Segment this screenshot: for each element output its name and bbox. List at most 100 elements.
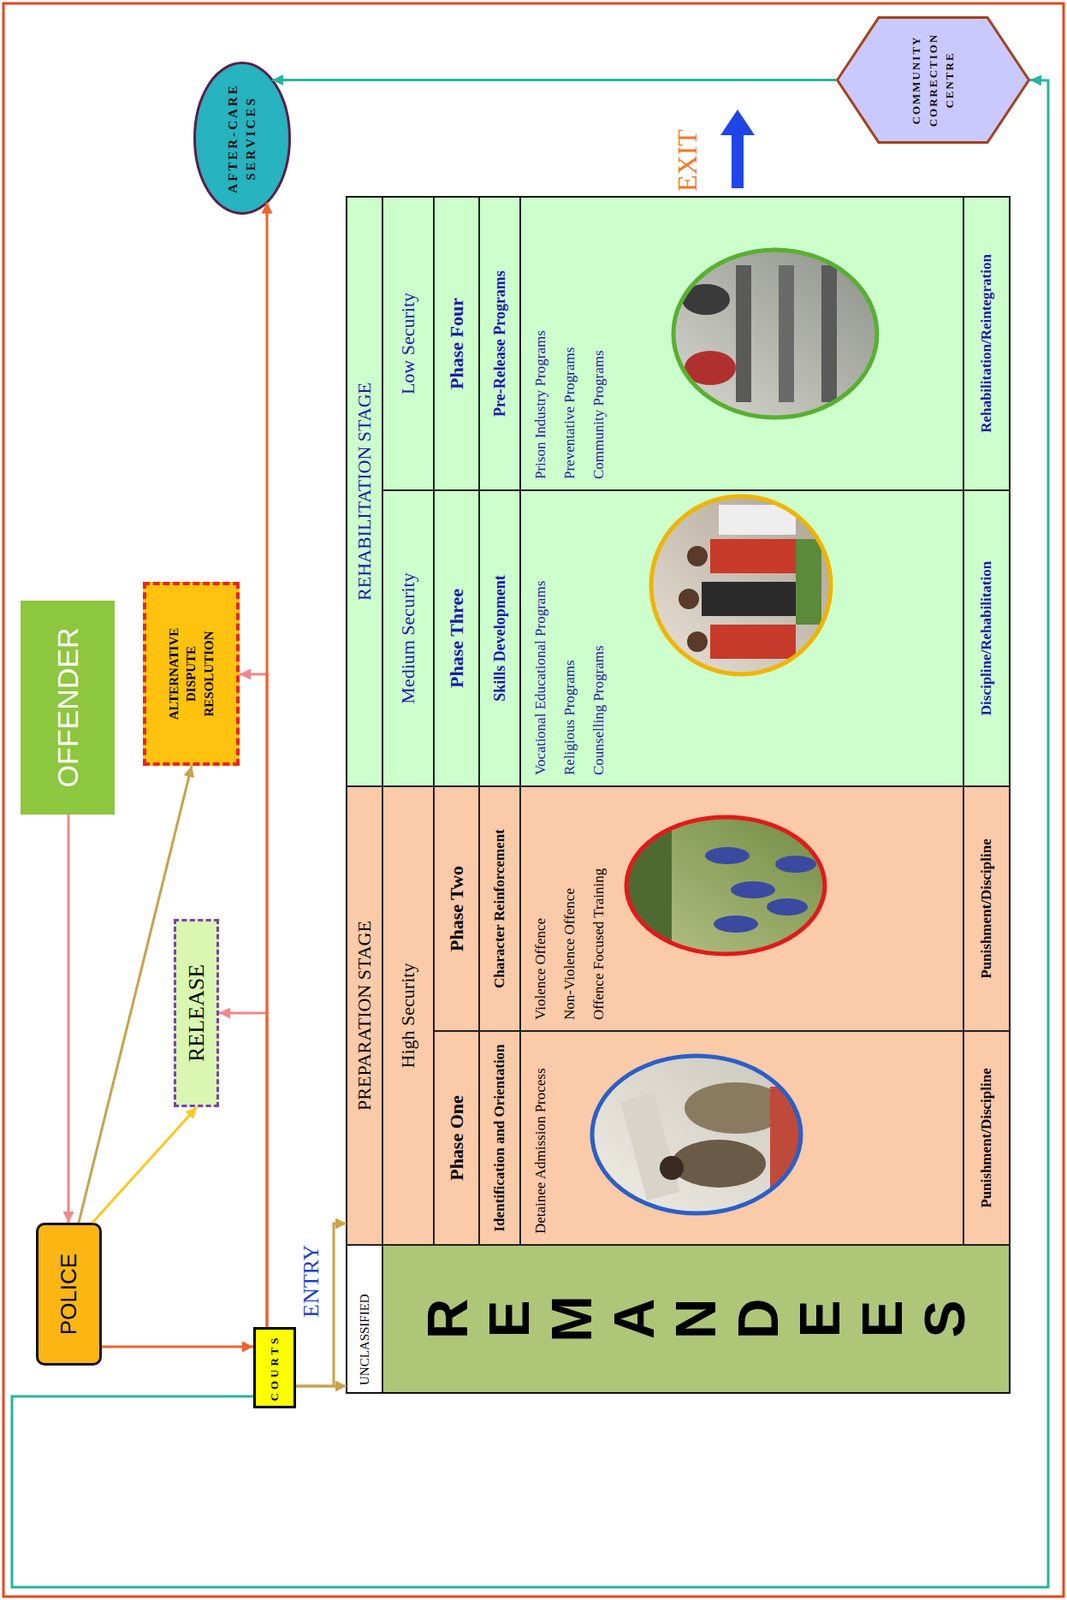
remandees-column: REMANDEES — [382, 1244, 1010, 1394]
ellipse-outline — [193, 61, 291, 215]
flow-arrow — [219, 1013, 267, 1328]
dispute-resolution-box: ALTERNATIVE DISPUTE RESOLUTION — [142, 581, 240, 766]
phase-outcome: Punishment/Discipline — [963, 786, 1010, 1032]
cell-text: Non-Violence Offence — [560, 797, 580, 1020]
photo — [581, 1043, 813, 1224]
phase-focus: Identification and Orientation — [479, 1031, 521, 1245]
cell-text: Low Security — [396, 292, 421, 395]
cell-text: Discipline/Rehabilitation — [977, 561, 996, 716]
cell-text: REHABILITATION STAGE — [352, 382, 377, 601]
text-group: PREPARATION STAGE — [352, 920, 377, 1111]
offender-box: OFFENDER — [20, 600, 115, 815]
text-group: Skills Development — [490, 574, 510, 702]
text-group: COURTS — [267, 1334, 282, 1402]
security-level: High Security — [382, 786, 434, 1245]
phase-header: Phase Three — [433, 490, 480, 787]
flow-arrow — [239, 674, 267, 1328]
phase-focus: Skills Development — [479, 490, 521, 787]
text-group: Phase Four — [444, 297, 469, 390]
ellipse-label: AFTER-CARE SERVICES — [224, 78, 261, 199]
box-label: ALTERNATIVE DISPUTE RESOLUTION — [165, 619, 218, 730]
hexagon-label: COMMUNITY CORRECTION CENTRE — [907, 26, 959, 135]
entry-label: ENTRY — [299, 1244, 325, 1318]
box-label: COURTS — [267, 1334, 282, 1402]
cell-text: Phase Two — [444, 865, 469, 952]
phase-header: Phase Four — [433, 196, 480, 491]
cell-text: REMANDEES — [416, 1291, 976, 1348]
hexagon-shape — [837, 17, 1030, 143]
after-care-ellipse: AFTER-CARE SERVICES — [193, 61, 291, 215]
flow-arrow — [101, 1345, 254, 1349]
flow-arrow — [92, 1107, 197, 1223]
program-list: Detainee Admission Process — [520, 1031, 964, 1245]
flow-arrow — [296, 1385, 347, 1388]
ellipse-shape — [195, 63, 291, 214]
text-group: Punishment/Discipline — [977, 838, 996, 979]
table-border — [346, 196, 1010, 1394]
phase-outcome: Discipline/Rehabilitation — [963, 490, 1010, 787]
box-label: OFFENDER — [50, 628, 86, 789]
cell-text: Phase Four — [444, 297, 469, 390]
text-group: REHABILITATION STAGE — [352, 382, 377, 601]
text-group: RELEASE — [183, 964, 210, 1062]
text-group: Punishment/Discipline — [977, 1067, 996, 1208]
cell-text: Identification and Orientation — [490, 1043, 509, 1232]
cell-text: Vocational Educational Programs — [531, 578, 551, 776]
police-box: POLICE — [35, 1222, 102, 1366]
text-group: Rehabilitation/Reintegration — [977, 254, 996, 433]
cell-text: Prison Industry Programs — [531, 207, 551, 480]
cell-text: Phase Three — [444, 588, 469, 688]
flow-arrow — [296, 1223, 347, 1387]
text-group: Discipline/Rehabilitation — [977, 561, 996, 716]
photo-frame — [626, 817, 825, 955]
text-group: Character Reinforcement — [490, 829, 509, 989]
text-group: Pre-Release Programs — [490, 270, 510, 417]
photo-frame — [592, 1055, 801, 1214]
flow-arrow — [78, 765, 192, 1223]
text-group: AFTER-CARE SERVICES — [224, 78, 261, 199]
text-group: High Security — [396, 963, 421, 1069]
cell-text: Skills Development — [490, 574, 510, 702]
phase-header: Phase One — [433, 1031, 480, 1245]
cell-text: High Security — [396, 963, 421, 1069]
box-label: POLICE — [55, 1253, 83, 1335]
phase-outcome: Rehabilitation/Reintegration — [963, 196, 1010, 491]
security-level: Medium Security — [382, 490, 434, 787]
program-list: Prison Industry Programs Preventative Pro… — [520, 196, 964, 491]
text-group: UNCLASSIFIED — [356, 1293, 374, 1386]
exit-arrow — [720, 109, 755, 189]
text-group: Detainee Admission Process — [531, 1042, 551, 1234]
column-header: UNCLASSIFIED — [346, 1244, 383, 1394]
community-centre-hexagon: COMMUNITY CORRECTION CENTRE — [835, 16, 1031, 144]
box-label: RELEASE — [183, 964, 210, 1062]
program-list: Vocational Educational ProgramsReligious… — [520, 490, 964, 787]
phase-header: Phase Two — [433, 786, 480, 1032]
phase-focus: Character Reinforcement — [479, 786, 521, 1032]
text-group: POLICE — [55, 1253, 83, 1335]
cell-text: Pre-Release Programs — [490, 270, 510, 417]
cell-text: Rehabilitation/Reintegration — [977, 254, 996, 433]
frame-border — [3, 3, 1064, 1597]
text-group: OFFENDER — [50, 628, 86, 789]
flow-arrow — [11, 80, 1049, 1589]
photo — [671, 248, 882, 420]
phase-outcome: Punishment/Discipline — [963, 1031, 1010, 1245]
cell-text: Medium Security — [396, 572, 421, 704]
release-box: RELEASE — [173, 918, 220, 1108]
text-group: Violence OffenceNon-Violence OffenceOffe… — [531, 797, 609, 1020]
text-group: Identification and Orientation — [490, 1043, 509, 1232]
text-group: Low Security — [396, 292, 421, 395]
text-group: COMMUNITY CORRECTION CENTRE — [907, 26, 959, 135]
program-list: Violence OffenceNon-Violence OffenceOffe… — [520, 786, 964, 1032]
cell-text: Preventative Programs — [560, 207, 580, 480]
flow-arrow — [67, 814, 71, 1223]
cell-text: Punishment/Discipline — [977, 838, 996, 979]
text-group: ALTERNATIVE DISPUTE RESOLUTION — [165, 619, 218, 730]
photo-frame — [651, 496, 831, 675]
cell-text: Punishment/Discipline — [977, 1067, 996, 1208]
cell-text: UNCLASSIFIED — [356, 1293, 374, 1386]
photo — [650, 492, 835, 676]
cell-text: Community Programs — [589, 207, 609, 480]
